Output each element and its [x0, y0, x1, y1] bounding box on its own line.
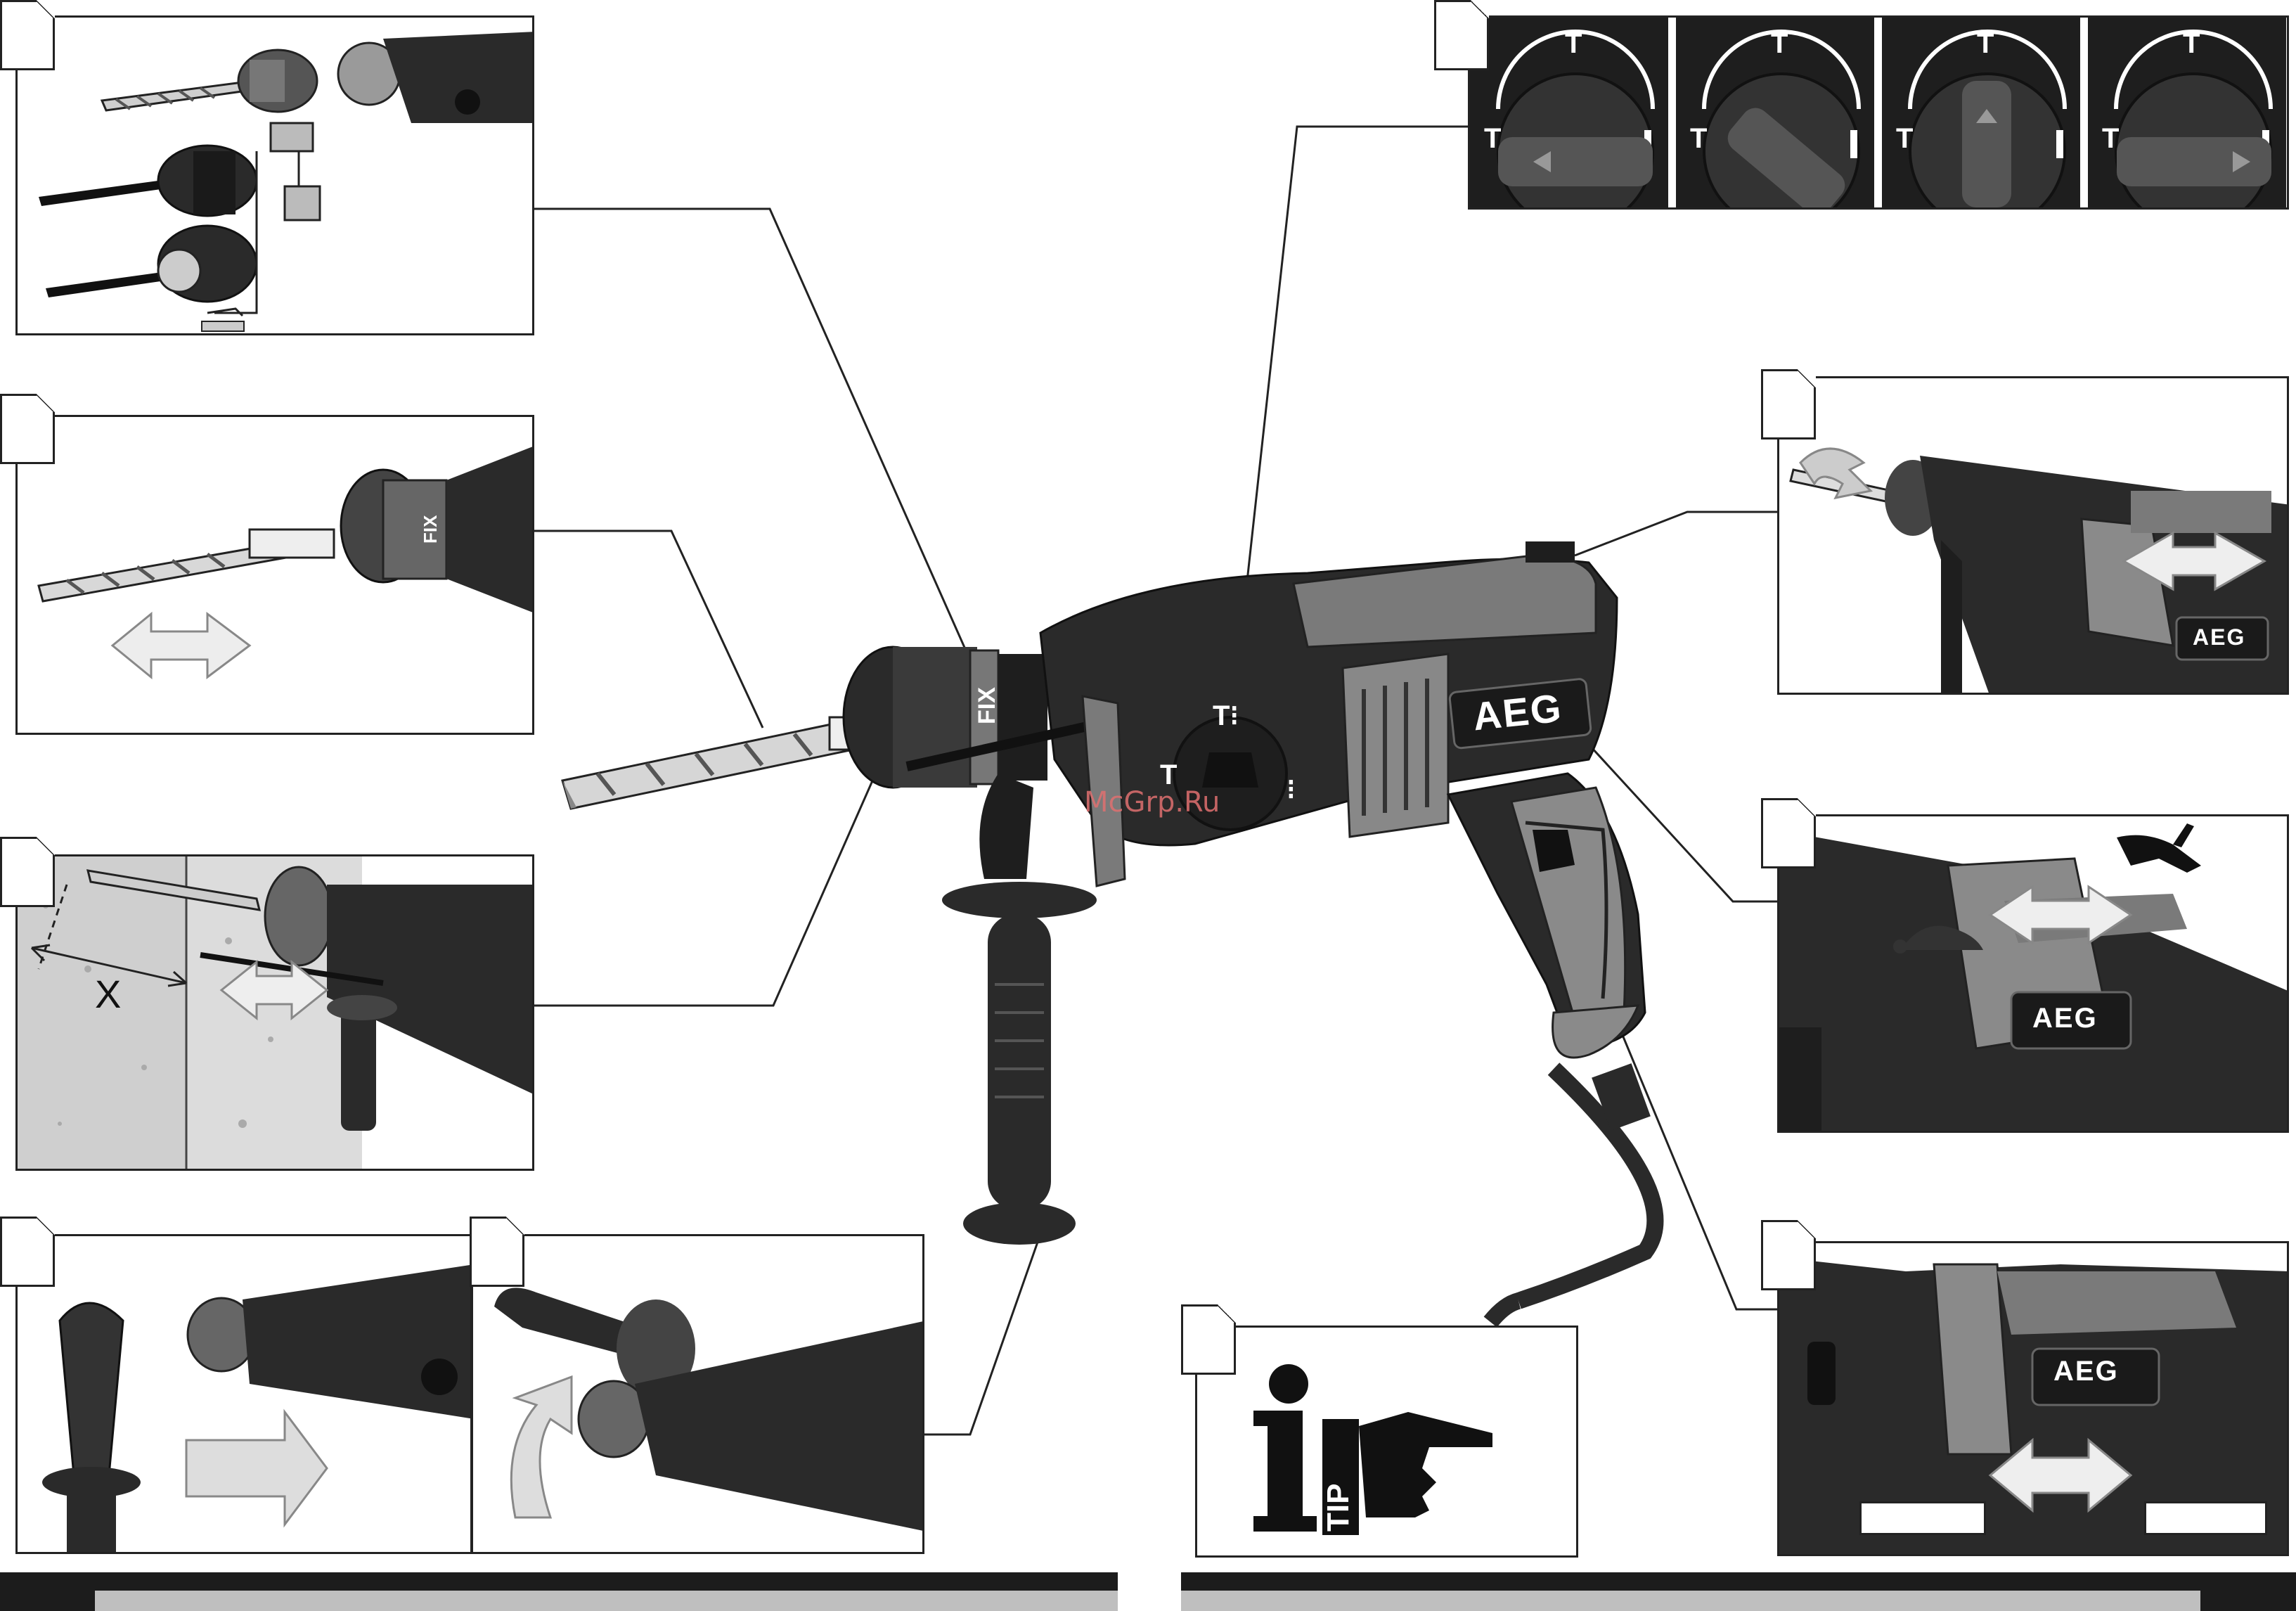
watermark: McGrp.Ru: [1084, 786, 1220, 819]
main-dial-label-hammer-drill: T⁝: [1213, 700, 1239, 732]
mode-selector-states: T T: [1470, 18, 2289, 210]
gear-panel-logo: AEG: [2032, 1003, 2098, 1034]
tip-text: TIP: [1321, 1484, 1355, 1532]
panel-number-tab-3: [0, 837, 55, 907]
panel-chuck-rotate: AEG: [1777, 376, 2289, 695]
main-logo: AEG: [1471, 685, 1564, 740]
panel-number-tab-5: [470, 1217, 524, 1287]
main-dial-label-drill: ⁝: [1286, 774, 1296, 806]
panel-number-tab-1: [0, 0, 55, 70]
reverse-panel-logo: AEG: [2053, 1356, 2119, 1387]
dial-state-2: [1676, 18, 1874, 210]
panel-tip: TIP: [1195, 1326, 1578, 1558]
footer-strip-right: [1181, 1591, 2200, 1611]
gear-switch-illustration: [1779, 816, 2289, 1133]
panel-number-tab-4: [0, 1217, 55, 1287]
panel-number-tab-10: [1181, 1304, 1236, 1375]
reverse-label-box-right: [2144, 1501, 2267, 1535]
panel-gear-switch: AEG: [1777, 814, 2289, 1133]
chuck-fix-label: FIX: [974, 687, 1000, 724]
reverse-label-box-left: [1859, 1501, 1986, 1535]
dial-state-3: [1882, 18, 2080, 210]
tip-illustration: TIP: [1197, 1328, 1578, 1558]
panel-number-tab-9: [1761, 1220, 1816, 1290]
panel-number-tab-7: [1761, 369, 1816, 439]
panel-number-tab-2: [0, 394, 55, 464]
footer-strip-left: [95, 1591, 1118, 1611]
dial-state-4: [2088, 18, 2286, 210]
panel-number-tab-8: [1761, 798, 1816, 868]
dial-state-1: [1470, 18, 1668, 210]
panel-mode-selector: T T: [1468, 15, 2289, 210]
chuck-panel-logo: AEG: [2193, 624, 2245, 650]
panel-number-tab-6: [1434, 0, 1489, 70]
